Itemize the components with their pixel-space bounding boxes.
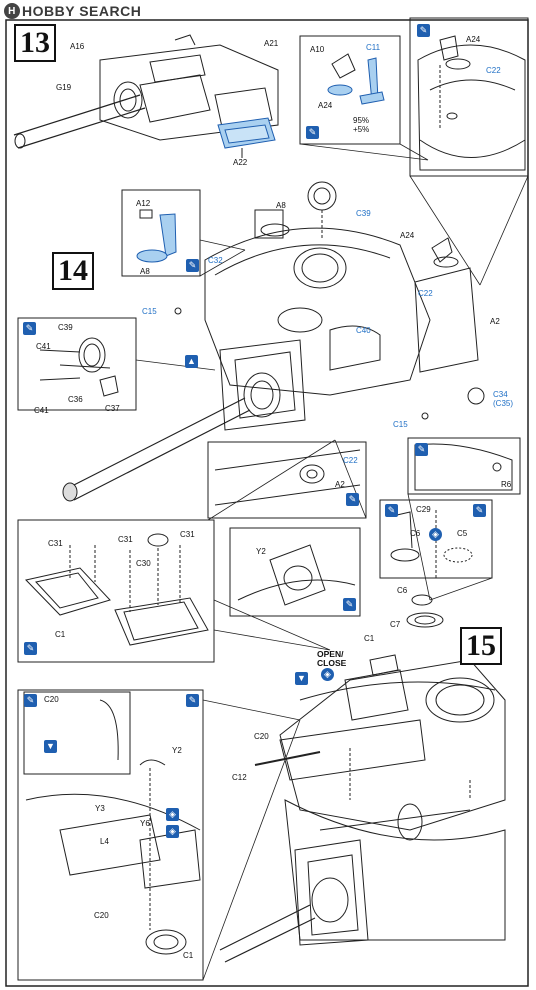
label-c39: C39 bbox=[356, 209, 371, 218]
label-a24-top: A24 bbox=[466, 35, 481, 44]
label-c41-top: C41 bbox=[36, 342, 51, 351]
label-c1-inset: C1 bbox=[55, 630, 66, 639]
inset-a10-c11 bbox=[299, 35, 401, 145]
inset-r6 bbox=[407, 437, 521, 495]
paint-brush-icon: ✎ bbox=[24, 694, 37, 707]
label-c37: C37 bbox=[105, 404, 120, 413]
cement-icon: ▼ bbox=[295, 672, 308, 685]
inset-c31-hatch bbox=[17, 519, 215, 663]
paint-brush-icon: ✎ bbox=[473, 504, 486, 517]
open-close-icon: ◈ bbox=[321, 668, 334, 681]
label-a10: A10 bbox=[310, 45, 325, 54]
label-c6: C6 bbox=[397, 586, 408, 595]
watermark: H HOBBY SEARCH bbox=[4, 3, 141, 19]
paint-brush-icon: ✎ bbox=[385, 504, 398, 517]
step-13-gun-mount bbox=[13, 34, 279, 149]
label-c31-left: C31 bbox=[48, 539, 63, 548]
label-c7: C7 bbox=[390, 620, 401, 629]
label-c30: C30 bbox=[136, 559, 151, 568]
inset-c20-hatch bbox=[17, 689, 204, 981]
label-c12: C12 bbox=[232, 773, 247, 782]
label-5pct: +5% bbox=[353, 125, 370, 134]
label-y3: Y3 bbox=[95, 804, 105, 813]
cement-icon: ▼ bbox=[44, 740, 57, 753]
watermark-text: HOBBY SEARCH bbox=[22, 3, 142, 19]
label-a24-mid: A24 bbox=[400, 231, 415, 240]
label-c31-right: C31 bbox=[180, 530, 195, 539]
label-c39-inset: C39 bbox=[58, 323, 73, 332]
label-open: OPEN/ bbox=[317, 649, 344, 659]
label-c32: C32 bbox=[208, 256, 223, 265]
optional-part-icon: ◈ bbox=[166, 825, 179, 838]
label-95pct: 95% bbox=[353, 116, 370, 125]
label-c6-inset: C6 bbox=[410, 529, 421, 538]
step-14-number: 14 bbox=[52, 252, 94, 290]
label-c15-left: C15 bbox=[142, 307, 157, 316]
label-c20-inset: C20 bbox=[44, 695, 59, 704]
inset-a12 bbox=[121, 189, 201, 277]
inset-c22-a2 bbox=[207, 441, 367, 519]
step-14-turret bbox=[62, 181, 485, 502]
sheet-frame bbox=[5, 19, 529, 987]
part-a22-tray bbox=[217, 117, 276, 149]
label-c41-bottom: C41 bbox=[34, 406, 49, 415]
label-c34: C34 bbox=[493, 390, 508, 399]
label-y2: Y2 bbox=[172, 746, 182, 755]
step-13-number: 13 bbox=[14, 24, 56, 62]
step-15-number: 15 bbox=[460, 627, 502, 665]
paint-brush-icon: ✎ bbox=[306, 126, 319, 139]
label-a16: A16 bbox=[70, 42, 85, 51]
paint-brush-icon: ✎ bbox=[415, 443, 428, 456]
part-a12 bbox=[136, 213, 177, 263]
label-a8: A8 bbox=[276, 201, 286, 210]
label-c40: C40 bbox=[356, 326, 371, 335]
paint-brush-icon: ✎ bbox=[417, 24, 430, 37]
inset-c22-a24 bbox=[409, 17, 529, 177]
label-g19: G19 bbox=[56, 83, 72, 92]
paint-brush-icon: ✎ bbox=[343, 598, 356, 611]
label-y2-inset: Y2 bbox=[256, 547, 266, 556]
paint-brush-icon: ✎ bbox=[186, 694, 199, 707]
optional-part-icon: ◈ bbox=[429, 528, 442, 541]
inset-c39 bbox=[17, 317, 137, 411]
label-c11: C11 bbox=[366, 43, 381, 52]
label-a8-inset: A8 bbox=[140, 267, 150, 276]
label-r6: R6 bbox=[501, 480, 512, 489]
label-a12: A12 bbox=[136, 199, 151, 208]
paint-brush-icon: ✎ bbox=[186, 259, 199, 272]
label-c22-mid: C22 bbox=[418, 289, 433, 298]
label-c35: (C35) bbox=[493, 399, 514, 408]
label-y6: Y6 bbox=[140, 819, 150, 828]
label-c22-top: C22 bbox=[486, 66, 501, 75]
label-c31-mid: C31 bbox=[118, 535, 133, 544]
label-c1-bottom: C1 bbox=[183, 951, 194, 960]
part-a10 bbox=[327, 53, 356, 96]
inset-y2-hatch bbox=[229, 527, 361, 617]
paint-brush-icon: ✎ bbox=[24, 642, 37, 655]
label-a22: A22 bbox=[233, 158, 248, 167]
paint-brush-icon: ✎ bbox=[346, 493, 359, 506]
cement-icon: ▲ bbox=[185, 355, 198, 368]
label-a24-inset: A24 bbox=[318, 101, 333, 110]
label-c20-bottom: C20 bbox=[94, 911, 109, 920]
logo-icon: H bbox=[4, 3, 20, 19]
label-c36: C36 bbox=[68, 395, 83, 404]
label-c20: C20 bbox=[254, 732, 269, 741]
step-15-turret bbox=[219, 594, 506, 963]
label-c15-right: C15 bbox=[393, 420, 408, 429]
label-c1: C1 bbox=[364, 634, 375, 643]
label-a2: A2 bbox=[490, 317, 500, 326]
part-c11 bbox=[359, 57, 385, 105]
label-c29: C29 bbox=[416, 505, 431, 514]
label-c5: C5 bbox=[457, 529, 468, 538]
optional-part-icon: ◈ bbox=[166, 808, 179, 821]
paint-brush-icon: ✎ bbox=[23, 322, 36, 335]
label-close: CLOSE bbox=[317, 658, 347, 668]
label-a2-inset: A2 bbox=[335, 480, 345, 489]
label-a21: A21 bbox=[264, 39, 279, 48]
label-l4: L4 bbox=[100, 837, 109, 846]
label-c22-inset: C22 bbox=[343, 456, 358, 465]
